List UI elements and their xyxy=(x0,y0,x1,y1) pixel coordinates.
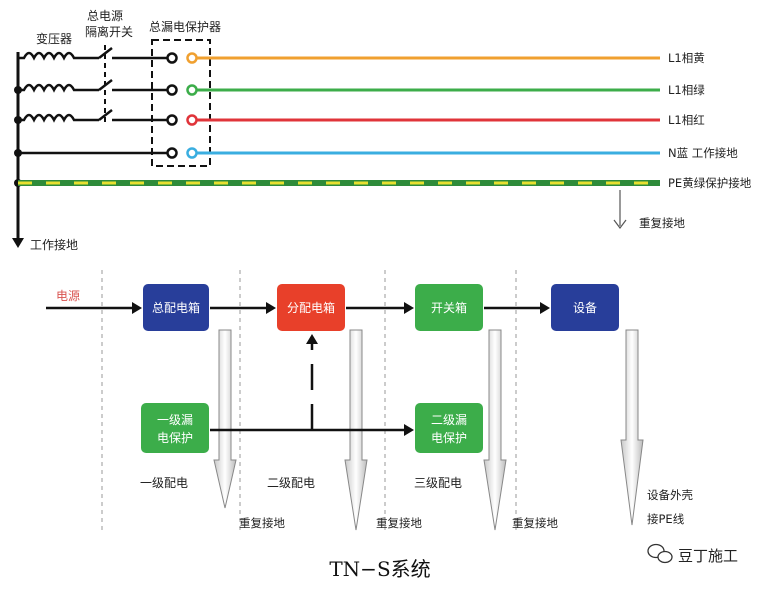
level-dividers xyxy=(101,270,517,530)
pe-label: PE黄绿保护接地 xyxy=(668,176,752,190)
phase-label: L1相红 xyxy=(668,113,705,127)
phase-terminal xyxy=(186,52,198,64)
junction-dot xyxy=(14,86,22,94)
source-label: 电源 xyxy=(56,289,80,303)
work-ground-label: 工作接地 xyxy=(30,237,78,252)
wechat-icon xyxy=(647,543,673,564)
level1-protect-line1: 一级漏 xyxy=(157,413,193,427)
device-shell-label-2: 接PE线 xyxy=(647,512,685,526)
rcd-box xyxy=(151,39,211,167)
repeat-ground-label: 重复接地 xyxy=(512,516,558,530)
level-label: 三级配电 xyxy=(414,476,462,490)
phase-terminal xyxy=(186,84,198,96)
sub-distribution-box: 分配电箱 xyxy=(277,284,345,331)
phase-label: L1相绿 xyxy=(668,83,705,97)
isolator-label-line1: 总电源 xyxy=(87,9,123,23)
device-shell-arrow xyxy=(620,329,644,526)
brand-label: 豆丁施工 xyxy=(678,547,738,565)
brand-watermark: 豆丁施工 xyxy=(647,543,738,565)
transformer-coils xyxy=(18,51,88,123)
repeat-ground-label: 重复接地 xyxy=(639,216,685,230)
phase-terminal xyxy=(186,147,198,159)
flow-arrowhead xyxy=(540,302,550,314)
switch-box: 开关箱 xyxy=(415,284,483,331)
main-box-label: 总配电箱 xyxy=(152,300,200,315)
junction-dot xyxy=(14,116,22,124)
repeat-ground-label: 重复接地 xyxy=(239,516,285,530)
flow-arrowhead xyxy=(404,302,414,314)
level2-protection-box: 二级漏 电保护 xyxy=(415,403,483,453)
level1-protection-box: 一级漏 电保护 xyxy=(141,403,209,453)
transformer-label: 变压器 xyxy=(36,31,72,46)
flow-arrowhead xyxy=(266,302,276,314)
sub-box-label: 分配电箱 xyxy=(287,300,335,315)
device-shell-label-1: 设备外壳 xyxy=(647,488,693,502)
level2-protect-line2: 电保护 xyxy=(431,431,467,445)
repeat-ground-label: 重复接地 xyxy=(376,516,422,530)
repeat-ground-arrow-3 xyxy=(483,329,507,531)
level-label: 二级配电 xyxy=(267,476,315,490)
repeat-ground-arrow-1 xyxy=(213,329,237,509)
phase-label: N蓝 工作接地 xyxy=(668,146,738,160)
source-arrowhead xyxy=(132,302,142,314)
work-ground-arrow xyxy=(12,238,24,248)
isolator-switch xyxy=(18,45,150,155)
rcd-label: 总漏电保护器 xyxy=(149,20,221,34)
isolator-label-line2: 隔离开关 xyxy=(85,24,133,39)
level1-protect-line2: 电保护 xyxy=(157,431,193,445)
protect-link-arrowhead xyxy=(404,424,414,436)
device-box-label: 设备 xyxy=(573,301,597,315)
diagram-title: TN−S系统 xyxy=(329,557,430,581)
rcd-contacts xyxy=(150,52,178,159)
repeat-ground-arrowhead xyxy=(613,219,627,229)
level-label: 一级配电 xyxy=(140,476,188,490)
phase-terminal xyxy=(186,114,198,126)
level2-protect-line1: 二级漏 xyxy=(431,413,467,427)
device-box: 设备 xyxy=(551,284,619,331)
power-source-section: 变压器 总电源 隔离开关 总漏电保护器 工作接地 xyxy=(12,9,752,252)
switch-box-label: 开关箱 xyxy=(431,300,467,315)
protect-up-arrowhead xyxy=(306,334,318,344)
phase-lines: L1相黄 L1相绿 L1相红 N蓝 工作接地 xyxy=(186,51,738,160)
distribution-flow-section: 电源 总配电箱 分配电箱 开关箱 设备 xyxy=(46,270,693,531)
phase-label: L1相黄 xyxy=(668,51,705,65)
main-distribution-box: 总配电箱 xyxy=(143,284,209,331)
